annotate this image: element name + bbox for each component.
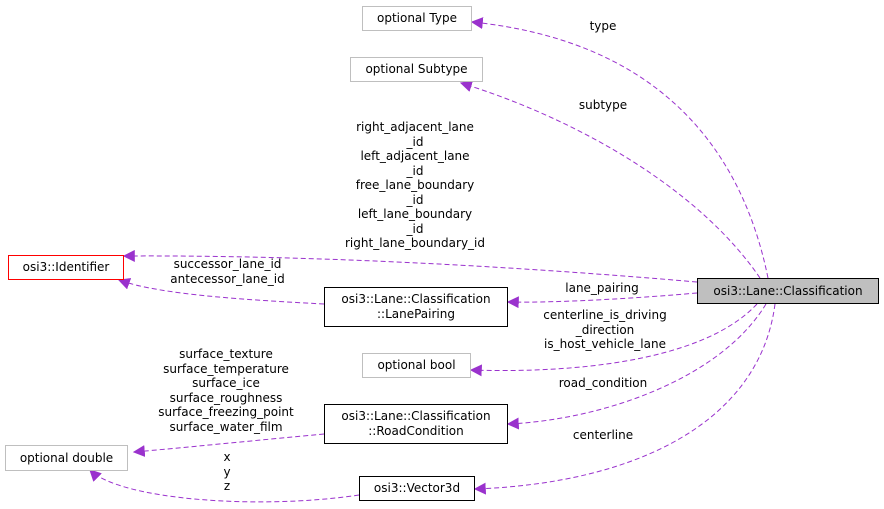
edge-label-pairing-ids: successor_lane_id antecessor_lane_id [150, 257, 305, 286]
edge-label-line: right_adjacent_lane [356, 120, 474, 134]
edge-label-line: _id [406, 134, 424, 149]
node-optional-type[interactable]: optional Type [362, 6, 472, 31]
node-optional-subtype-label: optional Subtype [365, 62, 468, 76]
node-vector3d[interactable]: osi3::Vector3d [359, 476, 475, 501]
edge-label-line: _id [406, 221, 424, 236]
edge-identifier [122, 249, 698, 283]
node-optional-subtype[interactable]: optional Subtype [350, 57, 483, 82]
edge-road-condition-double [132, 433, 325, 458]
edge-label-line: centerline_is_driving [543, 308, 667, 322]
edge-label-line: y [223, 464, 231, 479]
edge-label-subtype: subtype [566, 98, 640, 113]
node-road-condition-line1: osi3::Lane::Classification [341, 409, 491, 423]
node-vector3d-label: osi3::Vector3d [373, 481, 461, 495]
edge-label-line: _id [406, 192, 424, 207]
edge-label-line: free_lane_boundary [355, 178, 475, 192]
edge-label-subtype-line: subtype [578, 98, 628, 112]
edge-label-identifier-fields: right_adjacent_lane _id left_adjacent_la… [330, 120, 500, 251]
edge-label-line: x [223, 450, 231, 464]
edge-label-bool-fields: centerline_is_driving _direction is_host… [530, 308, 680, 352]
node-classification[interactable]: osi3::Lane::Classification [697, 278, 879, 304]
node-identifier-label: osi3::Identifier [22, 260, 110, 274]
node-optional-bool[interactable]: optional bool [362, 353, 471, 378]
edge-label-road-condition: road_condition [548, 376, 658, 391]
edge-label-vector-fields: x y z [217, 450, 237, 494]
node-lane-pairing-line1: osi3::Lane::Classification [341, 292, 491, 306]
node-optional-bool-label: optional bool [377, 358, 456, 372]
edge-optional-bool [469, 303, 758, 377]
edge-label-line: right_lane_boundary_id [345, 236, 485, 250]
edge-label-line: surface_water_film [169, 419, 283, 434]
edge-label-centerline: centerline [560, 428, 646, 443]
edge-label-line: road_condition [558, 376, 648, 390]
node-optional-double-label: optional double [19, 450, 114, 465]
edge-label-line: is_host_vehicle_lane [544, 337, 666, 351]
edge-vector-double [89, 469, 360, 503]
edge-label-line: _id [406, 163, 424, 178]
node-classification-label: osi3::Lane::Classification [713, 283, 863, 298]
edge-label-road-condition-fields: surface_texture surface_temperature surf… [145, 347, 307, 434]
node-optional-double[interactable]: optional double [5, 445, 128, 471]
edge-label-line: lane_pairing [565, 281, 639, 295]
edge-subtype [459, 80, 761, 279]
node-lane-pairing[interactable]: osi3::Lane::Classification ::LanePairing [324, 287, 508, 327]
edge-label-line: surface_freezing_point [158, 405, 294, 419]
edge-lane-pairing [506, 292, 698, 309]
node-optional-type-label: optional Type [376, 11, 457, 25]
edge-pairing-identifier [117, 278, 325, 305]
edge-road-condition [506, 303, 767, 430]
node-identifier[interactable]: osi3::Identifier [8, 255, 124, 280]
edge-label-type-line: type [589, 19, 617, 33]
edge-label-line: successor_lane_id [173, 257, 282, 271]
edge-label-line: _direction [575, 322, 635, 337]
edge-label-type: type [580, 19, 626, 34]
edge-label-line: z [223, 479, 231, 493]
edge-label-line: surface_texture [179, 347, 273, 361]
edge-label-lane-pairing: lane_pairing [552, 281, 652, 296]
node-lane-pairing-line2: ::LanePairing [377, 307, 455, 321]
edge-label-line: left_lane_boundary [357, 207, 473, 221]
edge-label-line: surface_roughness [169, 390, 283, 405]
edge-type [470, 17, 769, 279]
node-road-condition[interactable]: osi3::Lane::Classification ::RoadConditi… [324, 404, 508, 444]
edge-label-line: centerline [572, 428, 634, 442]
edge-label-line: surface_temperature [163, 361, 289, 376]
edge-label-line: left_adjacent_lane [360, 149, 470, 163]
edge-centerline [473, 303, 776, 495]
edge-label-line: surface_ice [192, 376, 260, 390]
edge-label-line: antecessor_lane_id [170, 271, 285, 286]
node-road-condition-line2: ::RoadCondition [368, 424, 464, 438]
